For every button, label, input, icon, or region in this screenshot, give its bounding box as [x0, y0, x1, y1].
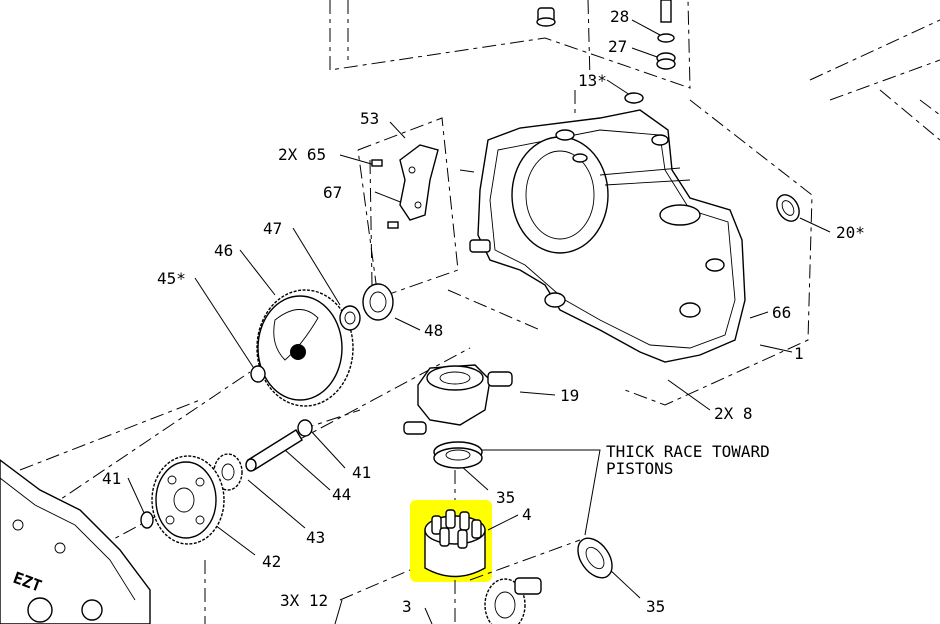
center-section-19 — [403, 364, 513, 435]
nut-48 — [362, 283, 394, 321]
bracket-53 — [371, 144, 439, 229]
label-67: 67 — [323, 183, 342, 202]
part-labels: 28 27 13* 53 2X 65 67 20* 47 46 45* 48 6… — [11, 7, 865, 616]
label-44: 44 — [332, 485, 351, 504]
cylinder-block-4 — [424, 509, 486, 578]
gear-42 — [151, 455, 225, 545]
left-housing — [0, 459, 151, 624]
label-53: 53 — [360, 109, 379, 128]
washer-47 — [339, 305, 361, 331]
label-19: 19 — [560, 386, 579, 405]
label-3: 3 — [402, 597, 412, 616]
label-13: 13* — [578, 71, 607, 90]
label-48: 48 — [424, 321, 443, 340]
label-8: 2X 8 — [714, 404, 753, 423]
o-ring-45 — [250, 365, 266, 383]
label-46: 46 — [214, 241, 233, 260]
label-1: 1 — [794, 344, 804, 363]
label-42: 42 — [262, 552, 281, 571]
washer-41-left — [140, 511, 154, 529]
label-47: 47 — [263, 219, 282, 238]
main-housing — [459, 109, 746, 363]
note-line-1: THICK RACE TOWARD — [606, 442, 770, 461]
label-41-left: 41 — [102, 469, 121, 488]
label-12: 3X 12 — [280, 591, 328, 610]
label-66: 66 — [772, 303, 791, 322]
label-28: 28 — [610, 7, 629, 26]
thrust-bearing-35-lower — [577, 537, 613, 579]
seal-20 — [776, 194, 800, 222]
note-line-2: PISTONS — [606, 459, 673, 478]
label-45: 45* — [157, 269, 186, 288]
label-43: 43 — [306, 528, 325, 547]
label-65: 2X 65 — [278, 145, 326, 164]
motor-block-3 — [484, 577, 542, 624]
gear-46 — [256, 289, 354, 407]
label-41-right: 41 — [352, 463, 371, 482]
pin-44 — [245, 429, 303, 472]
seal-plug-28-27-13 — [536, 0, 676, 104]
leader-lines — [127, 19, 831, 624]
washer-41-right — [297, 419, 313, 437]
label-27: 27 — [608, 37, 627, 56]
thrust-bearing-35-upper — [433, 441, 483, 469]
label-35-upper: 35 — [496, 488, 515, 507]
label-20: 20* — [836, 223, 865, 242]
label-35-lower: 35 — [646, 597, 665, 616]
label-4: 4 — [522, 505, 532, 524]
